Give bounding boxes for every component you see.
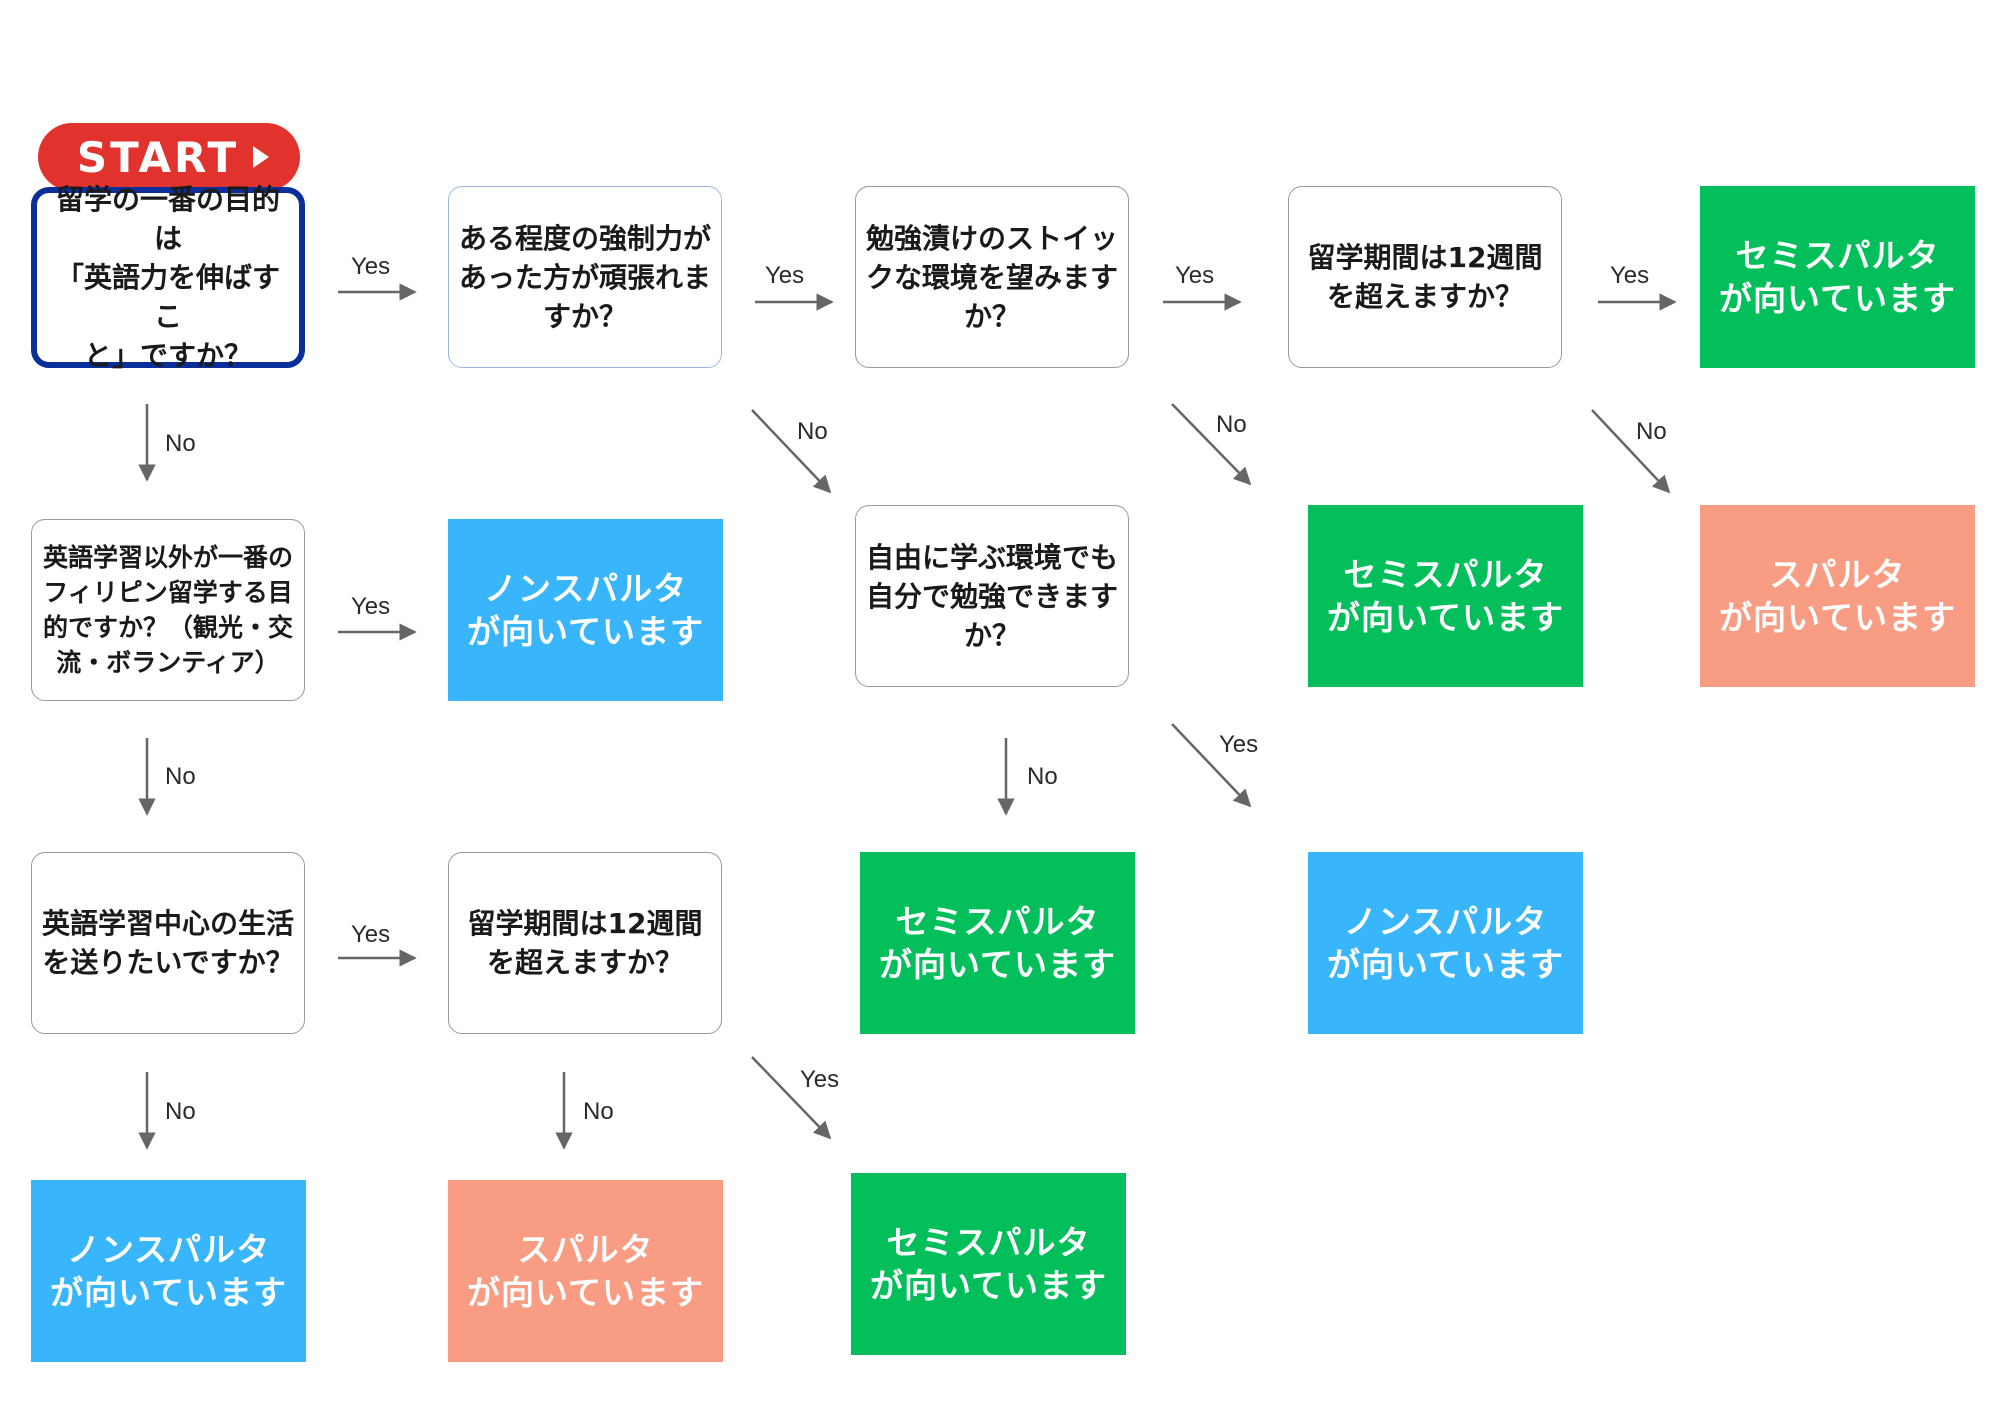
edge-label-no: No (1027, 763, 1058, 790)
question-english-life-text: 英語学習中心の生活 を送りたいですか？ (41, 907, 294, 979)
result-semi-sparta-4-text: セミスパルタ が向いています (869, 1223, 1107, 1305)
result-sparta-2: スパルタ が向いています (448, 1180, 723, 1362)
result-semi-sparta-4: セミスパルタ が向いています (851, 1173, 1126, 1355)
result-sparta-1-text: スパルタ が向いています (1718, 555, 1956, 637)
connector-arrow (1171, 723, 1252, 808)
result-semi-sparta-2: セミスパルタ が向いています (1308, 505, 1583, 687)
edge-label-yes: Yes (765, 262, 805, 289)
edge-label-no: No (1636, 418, 1667, 445)
question-12weeks-top: 留学期間は12週間 を超えますか？ (1288, 186, 1562, 368)
question-12weeks-bottom-text: 留学期間は12週間 を超えますか？ (467, 907, 703, 979)
question-12weeks-top-text: 留学期間は12週間 を超えますか？ (1307, 241, 1543, 313)
edge-label-no: No (165, 430, 196, 457)
start-badge: START (38, 123, 300, 191)
edge-label-yes: Yes (1175, 262, 1215, 289)
connector-arrow (751, 409, 832, 494)
question-purpose-english: 留学の一番の目的は 「英語力を伸ばすこ と」ですか？ (31, 183, 305, 372)
question-12weeks-bottom: 留学期間は12週間 を超えますか？ (448, 852, 722, 1034)
question-purpose-text: 留学の一番の目的は 「英語力を伸ばすこ と」ですか？ (55, 183, 280, 372)
result-non-sparta-1: ノンスパルタ が向いています (448, 519, 723, 701)
question-self-study-text: 自由に学ぶ環境でも 自分で勉強できます か？ (865, 540, 1118, 652)
result-semi-sparta-1: セミスパルタ が向いています (1700, 186, 1975, 368)
result-non-sparta-1-text: ノンスパルタ が向いています (466, 569, 704, 651)
edge-label-no: No (165, 763, 196, 790)
edge-label-yes: Yes (1219, 731, 1259, 758)
question-english-life: 英語学習中心の生活 を送りたいですか？ (31, 852, 305, 1034)
play-triangle-icon (253, 146, 270, 168)
question-enforcement: ある程度の強制力が あった方が頑張れま すか？ (448, 186, 722, 368)
edge-label-no: No (1216, 411, 1247, 438)
edge-label-no: No (165, 1098, 196, 1125)
question-stoic-environment: 勉強漬けのストイッ クな環境を望みます か？ (855, 186, 1129, 368)
edge-label-yes: Yes (800, 1066, 840, 1093)
edge-label-no: No (797, 418, 828, 445)
edge-label-yes: Yes (1610, 262, 1650, 289)
result-semi-sparta-3-text: セミスパルタ が向いています (878, 902, 1116, 984)
start-label: START (76, 132, 240, 182)
result-non-sparta-2: ノンスパルタ が向いています (1308, 852, 1583, 1034)
result-semi-sparta-3: セミスパルタ が向いています (860, 852, 1135, 1034)
question-other-purpose-text: 英語学習以外が一番の フィリピン留学する目 的ですか？（観光・交 流・ボランティ… (42, 543, 293, 677)
result-semi-sparta-1-text: セミスパルタ が向いています (1718, 236, 1956, 318)
result-semi-sparta-2-text: セミスパルタ が向いています (1326, 555, 1564, 637)
edge-label-yes: Yes (351, 593, 391, 620)
result-sparta-1: スパルタ が向いています (1700, 505, 1975, 687)
result-sparta-2-text: スパルタ が向いています (466, 1230, 704, 1312)
connector-arrow (1591, 409, 1671, 494)
connector-arrow (751, 1056, 832, 1140)
question-self-study: 自由に学ぶ環境でも 自分で勉強できます か？ (855, 505, 1129, 687)
result-non-sparta-3-text: ノンスパルタ が向いています (49, 1230, 287, 1312)
result-non-sparta-2-text: ノンスパルタ が向いています (1326, 902, 1564, 984)
edge-label-yes: Yes (351, 253, 391, 280)
edge-label-no: No (583, 1098, 614, 1125)
edge-label-yes: Yes (351, 921, 391, 948)
connector-arrow (1171, 403, 1252, 486)
result-non-sparta-3: ノンスパルタ が向いています (31, 1180, 306, 1362)
question-other-purpose: 英語学習以外が一番の フィリピン留学する目 的ですか？（観光・交 流・ボランティ… (31, 519, 305, 701)
question-stoic-text: 勉強漬けのストイッ クな環境を望みます か？ (865, 221, 1118, 333)
question-enforcement-text: ある程度の強制力が あった方が頑張れま すか？ (458, 221, 711, 333)
